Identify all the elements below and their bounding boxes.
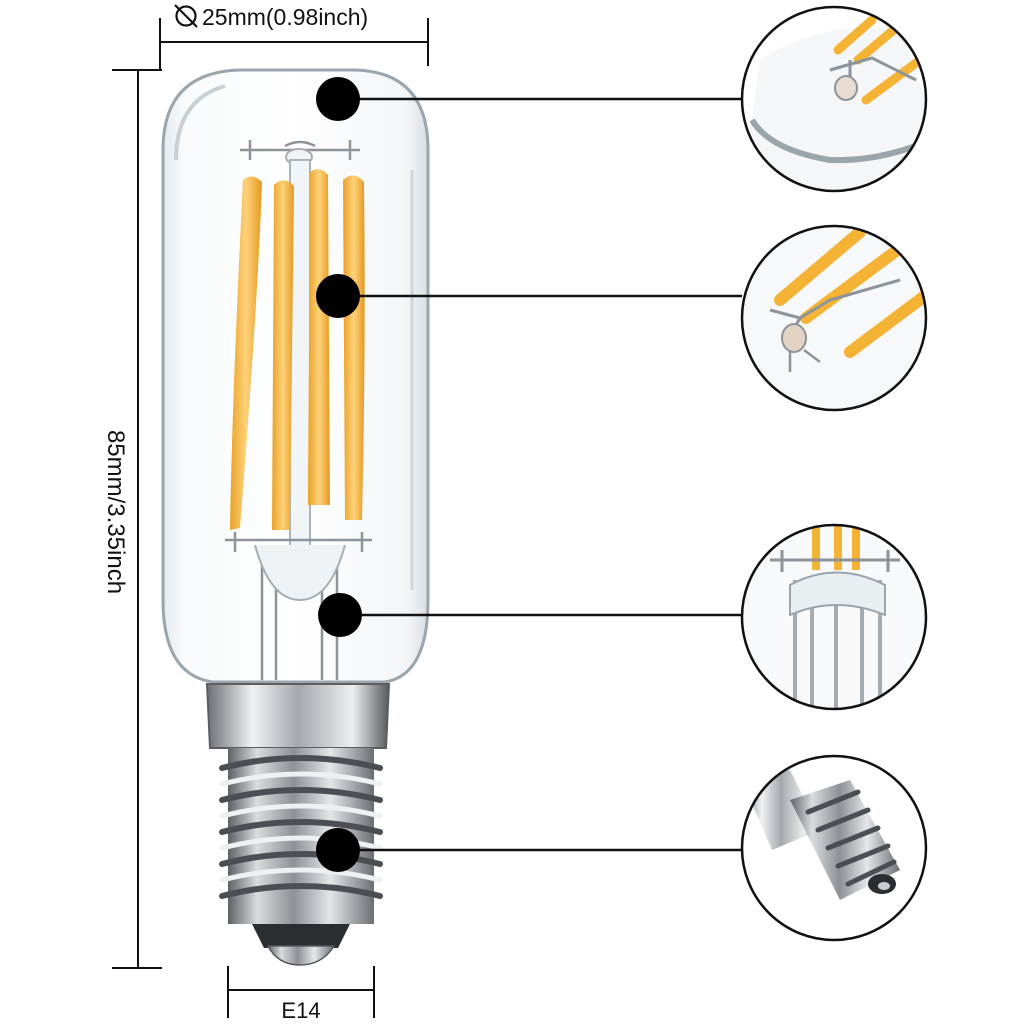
height-dimension: 85mm/3.35inch (102, 69, 162, 969)
filament-4 (343, 175, 365, 521)
marker-screw-base (316, 828, 360, 872)
base-contact (266, 945, 336, 966)
glass-stem-flare (254, 544, 346, 602)
detail-circle-filament-support (740, 224, 928, 412)
diameter-label: 25mm(0.98inch) (202, 4, 368, 30)
filament-2 (272, 180, 294, 530)
marker-glass-stem (318, 593, 362, 637)
base-dimension: E14 (227, 966, 375, 1023)
detail-circle-top-tip (740, 5, 928, 193)
metal-collar (205, 683, 391, 749)
callout-markers (316, 77, 742, 872)
bulb (161, 68, 430, 966)
marker-top-tip (316, 77, 360, 121)
detail-circle-border-2 (740, 224, 928, 412)
detail-circle-border-3 (740, 523, 928, 711)
diameter-symbol-slash (174, 4, 198, 28)
base-insulator (252, 924, 350, 948)
marker-filament-support (316, 274, 360, 318)
filaments (230, 169, 365, 530)
filament-3 (308, 169, 330, 505)
detail-circle-screw-base (740, 754, 928, 942)
detail-circle-border-4 (740, 754, 928, 942)
screw-thread (219, 748, 383, 924)
detail-circle-glass-stem (740, 523, 928, 711)
base-label: E14 (281, 998, 320, 1023)
detail-circle-border-1 (740, 5, 928, 193)
diameter-symbol-icon (175, 5, 197, 27)
glass-highlight (174, 84, 226, 161)
height-label: 85mm/3.35inch (102, 430, 129, 594)
diameter-dimension: 25mm(0.98inch) (159, 4, 429, 70)
filament-1 (230, 176, 262, 530)
